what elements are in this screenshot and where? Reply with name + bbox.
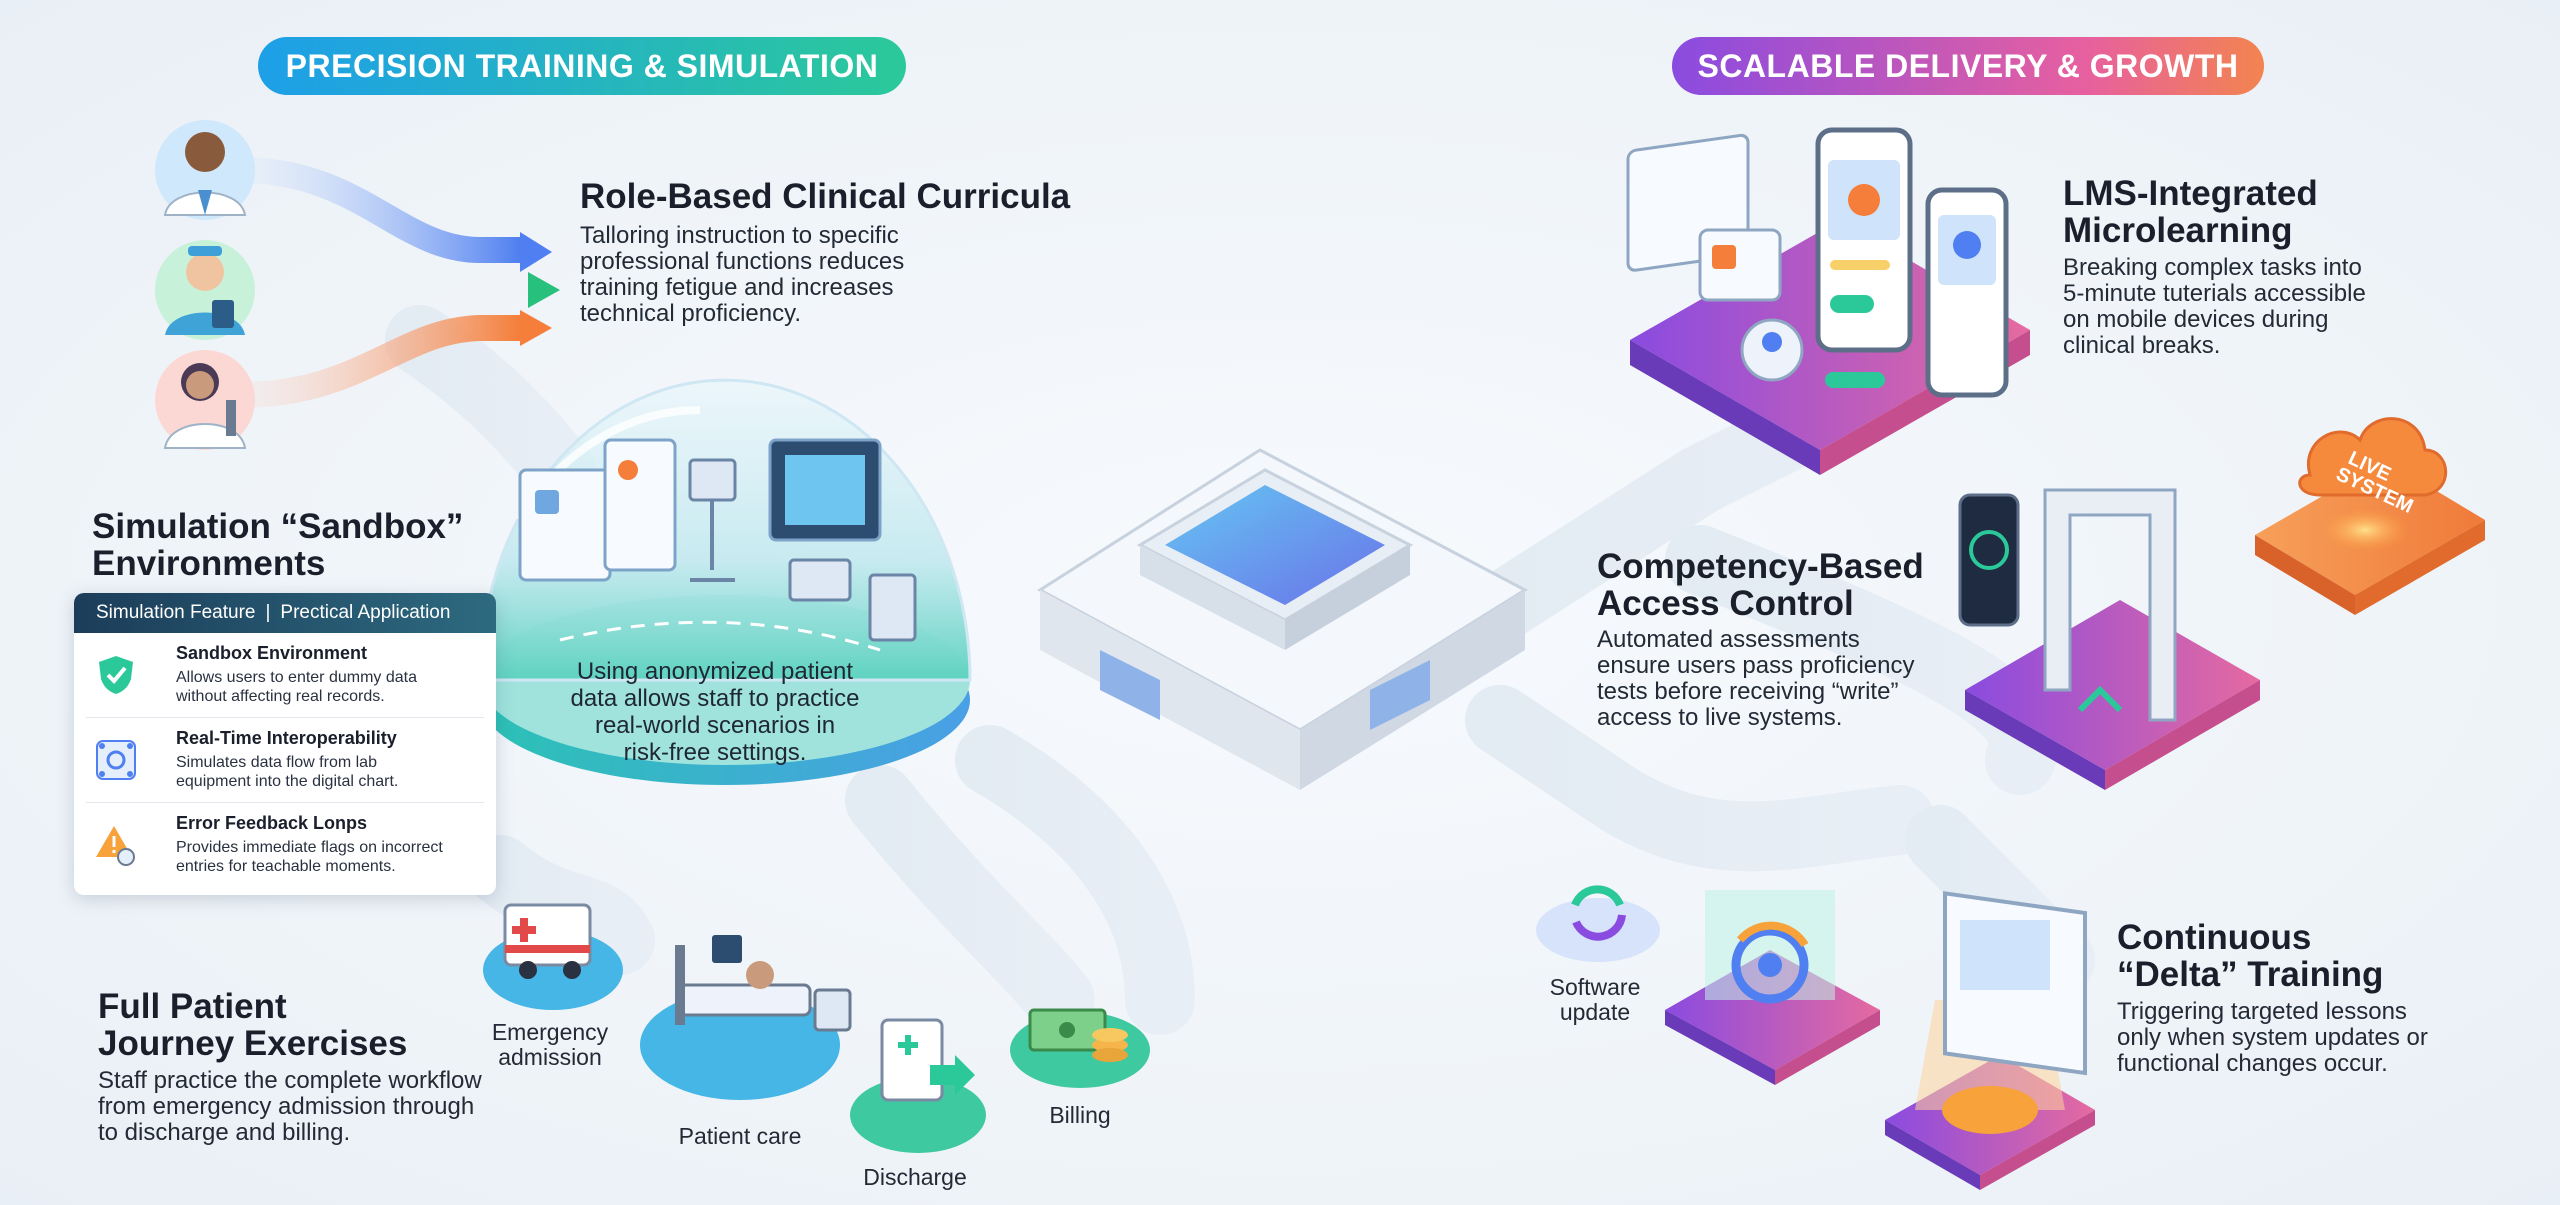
ambulance-icon bbox=[483, 903, 623, 1010]
nurse-avatar-icon bbox=[155, 240, 255, 340]
network-gear-icon bbox=[96, 740, 136, 780]
lms-platform bbox=[1626, 127, 2030, 475]
table-row: Real-Time Interoperability Simulates dat… bbox=[86, 718, 484, 803]
section-pill-scalable: SCALABLE DELIVERY & GROWTH bbox=[1672, 37, 2264, 95]
table-row: Error Feedback Lonps Provides immediate … bbox=[86, 803, 484, 887]
table-header-feature: Simulation Feature bbox=[96, 602, 256, 623]
arrow-blue bbox=[239, 157, 520, 263]
step-label-patient-care: Patient care bbox=[678, 1123, 802, 1149]
money-icon bbox=[1010, 1008, 1150, 1088]
discharge-document-icon bbox=[850, 1018, 986, 1153]
table-header: Simulation Feature | Prectical Applicati… bbox=[74, 593, 496, 633]
delta-lesson-platform bbox=[1885, 891, 2095, 1190]
simulation-dome bbox=[478, 378, 972, 785]
section-pill-precision: PRECISION TRAINING & SIMULATION bbox=[258, 37, 906, 95]
delta-title: Continuous“Delta” Training bbox=[2117, 918, 2384, 994]
scientist-avatar-icon bbox=[155, 350, 255, 450]
step-label-billing: Billing bbox=[1049, 1102, 1111, 1128]
doctor-avatar-icon bbox=[155, 120, 255, 220]
gear-update-platform bbox=[1665, 890, 1880, 1085]
hospital-bed-icon bbox=[640, 935, 852, 1100]
role-based-title: Role-Based Clinical Curricula bbox=[580, 177, 1071, 216]
warning-icon bbox=[96, 826, 135, 866]
central-hub bbox=[1037, 448, 1529, 790]
access-gate bbox=[1958, 488, 2260, 790]
arrow-orange bbox=[239, 315, 520, 408]
live-system-badge bbox=[2255, 417, 2485, 615]
software-update-icon bbox=[1536, 885, 1660, 962]
step-label-discharge: Discharge bbox=[863, 1164, 967, 1190]
table-row: Sandbox Environment Allows users to ente… bbox=[86, 633, 484, 718]
simulation-feature-table: Simulation Feature | Prectical Applicati… bbox=[74, 593, 496, 895]
sandbox-title: Simulation “Sandbox”Environments bbox=[92, 507, 464, 583]
shield-check-icon bbox=[99, 656, 133, 694]
table-header-application: Prectical Application bbox=[280, 602, 451, 623]
